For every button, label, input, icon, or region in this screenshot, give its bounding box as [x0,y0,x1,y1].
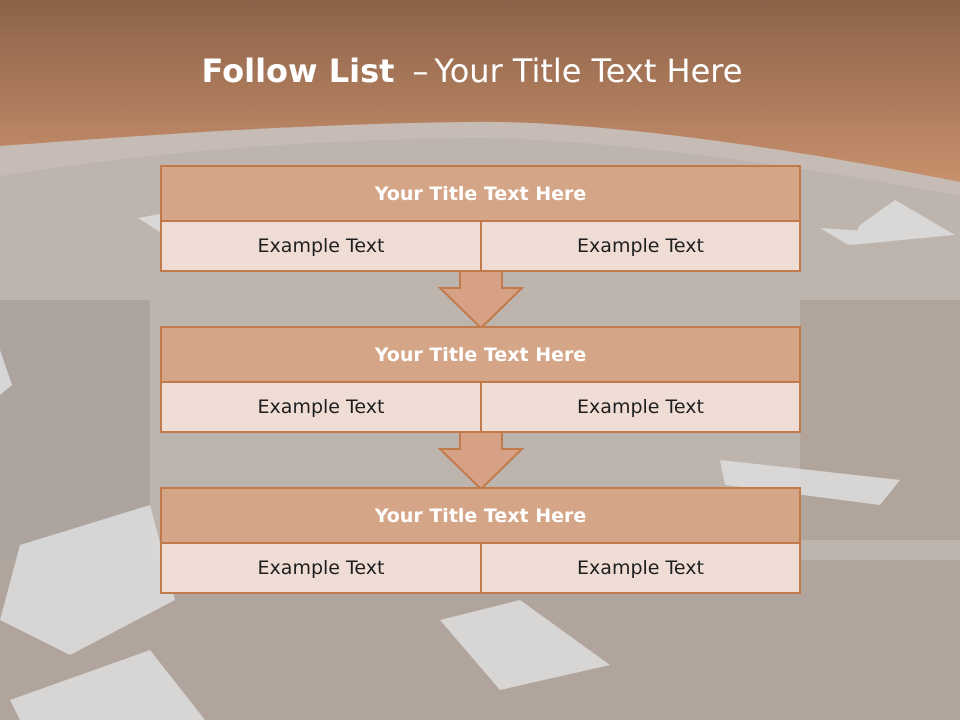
flow-block-1: Your Title Text Here Example Text Exampl… [160,165,801,272]
flow-block-2: Your Title Text Here Example Text Exampl… [160,326,801,433]
slide-title-separator: – [412,52,429,90]
down-arrow-1 [438,271,524,329]
slide-title-bold: Follow List [201,52,395,90]
flow-block-3-right-cell: Example Text [480,542,801,594]
flow-block-2-left-cell: Example Text [160,381,482,433]
flow-block-1-right-cell: Example Text [480,220,801,272]
flow-block-1-title: Your Title Text Here [160,165,801,222]
flow-block-3-left-cell: Example Text [160,542,482,594]
slide-title: Follow List–Your Title Text Here [0,52,944,90]
down-arrow-2 [438,432,524,490]
flow-block-3: Your Title Text Here Example Text Exampl… [160,487,801,594]
flow-block-1-left-cell: Example Text [160,220,482,272]
flow-block-3-title: Your Title Text Here [160,487,801,544]
slide-title-rest: Your Title Text Here [434,52,743,90]
flow-block-2-title: Your Title Text Here [160,326,801,383]
flow-block-2-right-cell: Example Text [480,381,801,433]
